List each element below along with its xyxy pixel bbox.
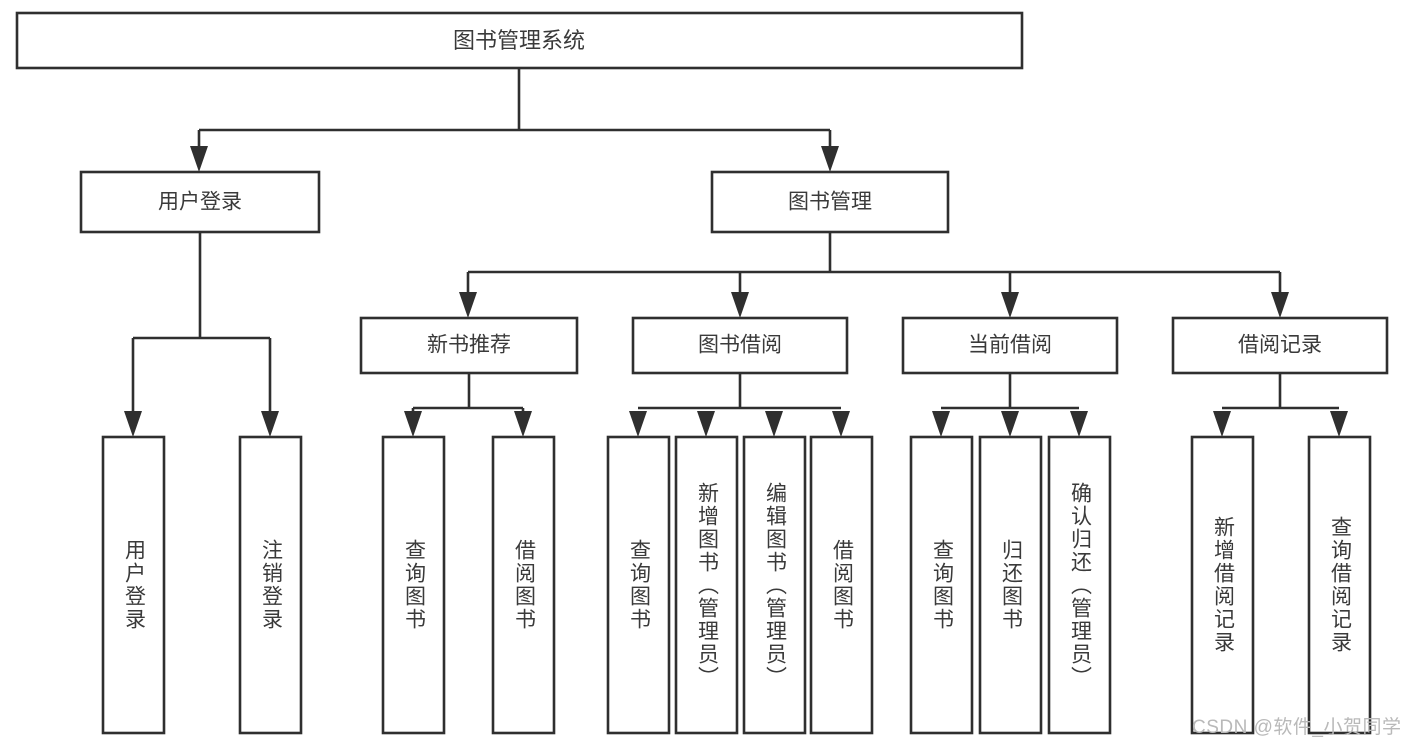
node-leaf-book-borrow-2-box[interactable] <box>742 435 807 735</box>
node-level2-1-label: 图书借阅 <box>698 334 782 357</box>
arrow-head-icon <box>514 411 532 437</box>
node-level2-2-label: 当前借阅 <box>968 334 1052 357</box>
node-leaf-current-borrow-1-box[interactable] <box>978 435 1043 735</box>
node-level1-1-box[interactable] <box>710 170 950 234</box>
arrow-head-icon <box>731 292 749 318</box>
arrow-head-icon <box>190 146 208 172</box>
node-level2-2-box[interactable] <box>901 316 1119 375</box>
arrow-head-icon <box>1001 292 1019 318</box>
node-level1-0-label: 用户登录 <box>158 191 242 214</box>
arrow-head-icon <box>1001 411 1019 437</box>
arrow-head-icon <box>932 411 950 437</box>
arrow-head-icon <box>1070 411 1088 437</box>
node-leaf-borrow-record-1-box[interactable] <box>1307 435 1372 735</box>
node-level2-3-label: 借阅记录 <box>1238 334 1322 357</box>
node-root-box[interactable] <box>15 11 1024 70</box>
node-leaf-new-book-1-box[interactable] <box>491 435 556 735</box>
arrow-head-icon <box>1271 292 1289 318</box>
arrow-head-icon <box>821 146 839 172</box>
arrow-head-icon <box>459 292 477 318</box>
arrow-head-icon <box>404 411 422 437</box>
arrow-head-icon <box>124 411 142 437</box>
arrow-head-icon <box>261 411 279 437</box>
node-level2-3-box[interactable] <box>1171 316 1389 375</box>
arrow-head-icon <box>697 411 715 437</box>
node-level2-1-box[interactable] <box>631 316 849 375</box>
node-leaf-current-borrow-0-box[interactable] <box>909 435 974 735</box>
node-level1-1-label: 图书管理 <box>788 191 872 214</box>
node-root-label: 图书管理系统 <box>453 28 585 53</box>
arrow-head-icon <box>629 411 647 437</box>
arrow-head-icon <box>832 411 850 437</box>
node-leaf-book-borrow-3-box[interactable] <box>809 435 874 735</box>
node-leaf-book-borrow-1-box[interactable] <box>674 435 739 735</box>
node-leaf-user-login-1-box[interactable] <box>238 435 303 735</box>
node-leaf-current-borrow-2-box[interactable] <box>1047 435 1112 735</box>
node-leaf-book-borrow-0-box[interactable] <box>606 435 671 735</box>
node-level2-0-label: 新书推荐 <box>427 334 511 357</box>
node-level2-0-box[interactable] <box>359 316 579 375</box>
node-leaf-user-login-0-box[interactable] <box>101 435 166 735</box>
node-leaf-borrow-record-0-box[interactable] <box>1190 435 1255 735</box>
arrow-head-icon <box>1213 411 1231 437</box>
watermark-text: CSDN @软件_小贺同学 <box>1192 717 1402 738</box>
arrow-head-icon <box>1330 411 1348 437</box>
arrow-head-icon <box>765 411 783 437</box>
node-leaf-new-book-0-box[interactable] <box>381 435 446 735</box>
